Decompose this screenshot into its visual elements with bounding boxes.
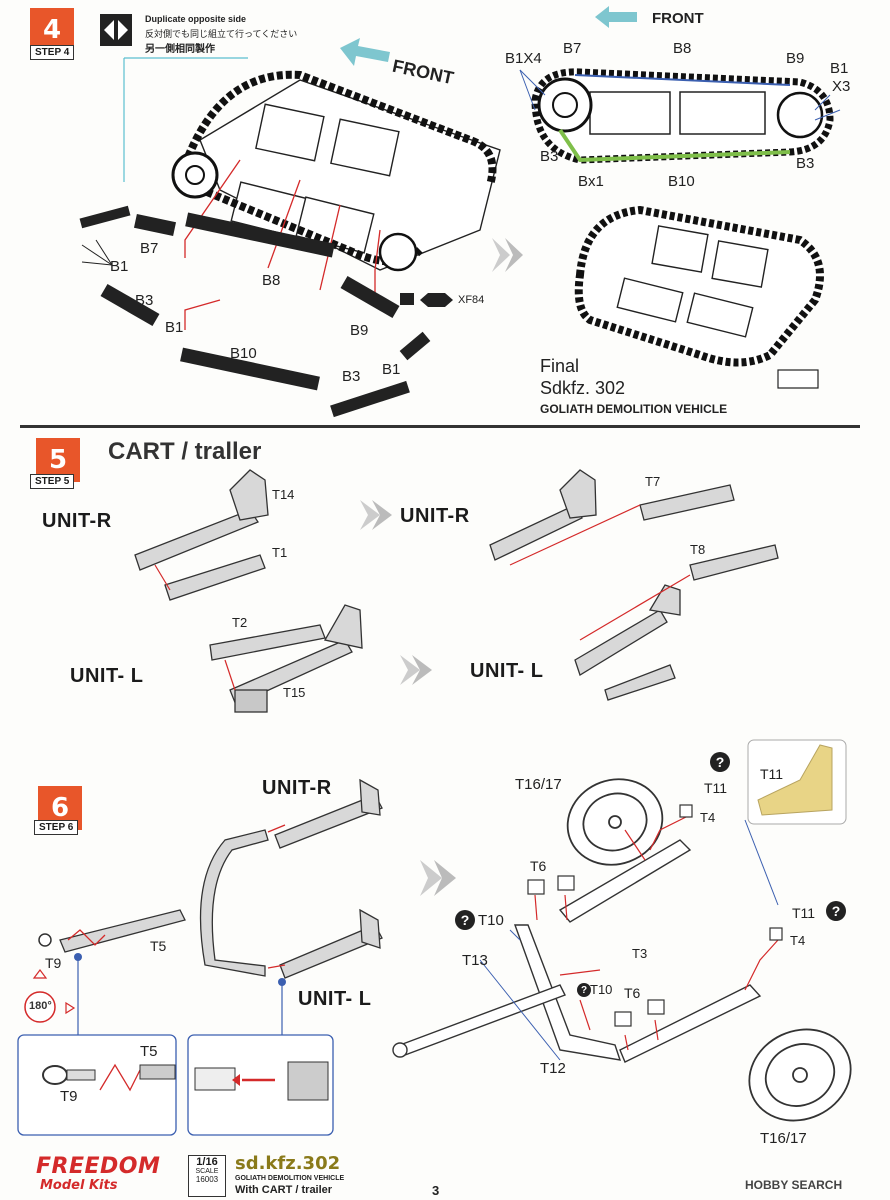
page-number: 3 [432, 1183, 440, 1198]
part-label-b7-a: B7 [140, 240, 159, 257]
part-label-t8: T8 [690, 542, 706, 557]
tank-hull-left [199, 79, 501, 271]
brand-logo-top: FREEDOM [36, 1154, 161, 1179]
question-icon-top: ? [710, 752, 730, 772]
part-label-b1-c: B1 [382, 361, 401, 378]
part-label-b8-a: B8 [262, 272, 281, 289]
part-label-x3: X3 [832, 78, 851, 95]
part-label-t4-top: T4 [700, 810, 716, 825]
part-label-b9-b: B9 [786, 50, 805, 67]
part-label-b1-b: B1 [165, 319, 184, 336]
part-label-b10-a: B10 [230, 345, 257, 362]
front-label-right: FRONT [652, 10, 704, 27]
part-label-t1: T1 [272, 545, 288, 560]
part-label-b3-a: B3 [135, 292, 154, 309]
part-label-t15: T15 [283, 685, 306, 700]
step4-number: 4 [30, 8, 74, 52]
step5-unit-l-left: UNIT- L [70, 665, 144, 687]
step4-tag: STEP 4 [30, 45, 75, 60]
watermark: HOBBY SEARCH [745, 1178, 843, 1192]
final-tank [574, 205, 824, 389]
product-subtitle-2: With CART / trailer [235, 1184, 333, 1196]
part-label-t10-top: T10 [478, 912, 504, 929]
part-label-t14: T14 [272, 487, 295, 502]
part-label-t6-bottom: T6 [624, 985, 641, 1001]
part-label-t16-17-top: T16/17 [515, 776, 562, 793]
part-label-bx1: Bx1 [578, 173, 604, 190]
step5-tag: STEP 5 [30, 474, 75, 489]
step6-tag: STEP 6 [34, 820, 79, 835]
part-label-t16-17-bottom: T16/17 [760, 1130, 807, 1147]
part-label-b1x4: B1X4 [505, 50, 542, 67]
part-label-t11-top: T11 [704, 780, 728, 796]
part-label-b8-b: B8 [673, 40, 692, 57]
scale-badge: 1/16 SCALE 16003 [188, 1155, 226, 1197]
part-label-t9: T9 [45, 955, 62, 971]
scale-mid: SCALE [195, 1168, 219, 1175]
part-label-b1-d: B1 [830, 60, 849, 77]
front-arrow-right-icon [595, 6, 637, 28]
part-label-t2: T2 [232, 615, 248, 630]
paint-code-label: XF84 [458, 294, 485, 306]
callout-t11-label: T11 [760, 766, 784, 782]
part-label-t3: T3 [632, 946, 648, 961]
final-name: GOLIATH DEMOLITION VEHICLE [540, 402, 728, 416]
rotate-180-label: 180° [29, 1000, 52, 1012]
wheel-bottom [748, 1028, 852, 1122]
question-icon-t11: ? [826, 901, 846, 921]
final-model: Sdkfz. 302 [540, 378, 626, 398]
part-label-b7-b: B7 [563, 40, 582, 57]
product-subtitle: GOLIATH DEMOLITION VEHICLE [235, 1175, 345, 1182]
section-divider-top [20, 425, 860, 428]
step5-title: CART / traller [108, 438, 262, 465]
brand-logo-bottom: Model Kits [40, 1178, 118, 1193]
part-label-b9-a: B9 [350, 322, 369, 339]
part-label-t4-bottom: T4 [790, 933, 806, 948]
product-name: sd.kfz.302 [235, 1153, 341, 1174]
wheel-top [566, 778, 664, 866]
duplicate-icon [100, 14, 132, 46]
part-label-b3-c: B3 [540, 148, 559, 165]
duplicate-note-en: Duplicate opposite side [145, 14, 247, 24]
question-icon-t10-small: ? [577, 983, 591, 997]
part-label-t6-top: T6 [530, 858, 547, 874]
step5-unit-r-right: UNIT-R [400, 505, 470, 527]
duplicate-note-cn: 另一側相同製作 [145, 44, 215, 55]
part-label-t12: T12 [540, 1060, 566, 1077]
inset-t9-label: T9 [60, 1088, 78, 1105]
part-label-t10-bottom: T10 [590, 982, 613, 997]
duplicate-note-jp: 反対側でも同じ組立て行ってください [145, 29, 298, 39]
scale-top: 1/16 [196, 1156, 218, 1168]
tank-side-view [531, 68, 834, 164]
part-label-b3-d: B3 [796, 155, 815, 172]
question-icon-t10: ? [455, 910, 475, 930]
part-label-t11-bottom: T11 [792, 905, 816, 921]
part-label-t7: T7 [645, 474, 661, 489]
part-label-t5: T5 [150, 938, 167, 954]
inset-t5-label: T5 [140, 1043, 158, 1060]
step5-unit-r-left: UNIT-R [42, 510, 112, 532]
step6-unit-l: UNIT- L [298, 988, 372, 1010]
step6-unit-r: UNIT-R [262, 777, 332, 799]
part-label-b1-a: B1 [110, 258, 129, 275]
step5-unit-l-right: UNIT- L [470, 660, 544, 682]
scale-code: 16003 [195, 1175, 219, 1184]
part-label-t13: T13 [462, 952, 488, 969]
part-label-b3-b: B3 [342, 368, 361, 385]
front-arrow-left-icon [340, 38, 390, 68]
final-label: Final [540, 356, 580, 376]
part-label-b10-b: B10 [668, 173, 695, 190]
